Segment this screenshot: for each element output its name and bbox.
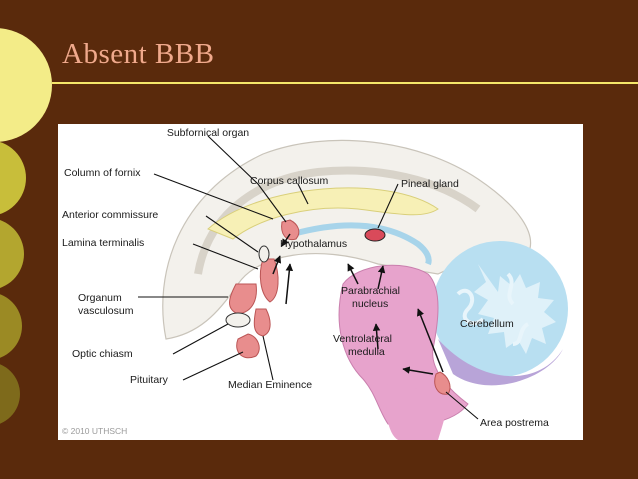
line-median: [262, 335, 274, 381]
pituitary-region: [236, 333, 260, 359]
slide-title: Absent BBB: [62, 38, 215, 70]
circle-2: [0, 141, 26, 215]
label-organum-2: vasculosum: [78, 305, 134, 317]
arrow-to-ventrolateral: [402, 366, 434, 375]
brain-diagram: Subfornical organ Column of fornix Corpu…: [58, 124, 583, 440]
line-corpus: [297, 183, 309, 205]
line-pineal: [377, 183, 399, 229]
decorative-circles: [0, 28, 52, 424]
title-underline: [52, 82, 638, 84]
label-pituitary: Pituitary: [130, 374, 169, 386]
optic-chiasm-shape: [225, 312, 251, 328]
ventricle-band: [292, 222, 432, 266]
label-organum-1: Organum: [78, 292, 122, 304]
label-column-of-fornix: Column of fornix: [64, 167, 141, 179]
large-circle: [0, 28, 52, 142]
label-hypothalamus: Hypothalamus: [280, 238, 347, 250]
anterior-commissure-shape: [258, 245, 270, 263]
line-pituitary: [182, 351, 244, 381]
line-optic: [172, 323, 229, 355]
circle-3: [0, 220, 24, 288]
label-cerebellum: Cerebellum: [460, 318, 514, 330]
arrow-ventrolateral: [372, 323, 381, 350]
label-ventrolateral-2: medulla: [348, 346, 385, 358]
organum-vasculosum-region: [229, 283, 257, 315]
arrow-parabrachial-up: [347, 263, 359, 285]
line-fornix: [153, 173, 274, 220]
label-corpus-callosum: Corpus callosum: [250, 175, 328, 187]
label-area-postrema: Area postrema: [480, 417, 549, 429]
label-ventrolateral-1: Ventrolateral: [333, 333, 392, 345]
line-anterior: [205, 215, 259, 253]
label-parabrachial-2: nucleus: [352, 298, 388, 310]
arrow-from-subfornical: [281, 233, 291, 247]
label-parabrachial-1: Parabrachial: [341, 285, 400, 297]
label-median-eminence: Median Eminence: [228, 379, 312, 391]
arrow-from-median: [285, 263, 294, 305]
circle-4: [0, 294, 22, 358]
line-lamina: [192, 243, 259, 270]
arrow-from-organum: [272, 255, 282, 275]
cerebellum-shape: [432, 241, 568, 386]
circle-5: [0, 364, 20, 424]
copyright-text: © 2010 UTHSCH: [62, 426, 127, 436]
median-eminence-region: [253, 308, 271, 337]
arrow-postrema-up: [417, 308, 444, 373]
label-optic-chiasm: Optic chiasm: [72, 348, 133, 360]
lamina-region: [259, 258, 279, 303]
label-pineal-gland: Pineal gland: [401, 178, 459, 190]
label-subfornical-organ: Subfornical organ: [167, 127, 249, 139]
arrow-parabrachial-up2: [377, 265, 386, 290]
brainstem-lower: [386, 384, 448, 440]
label-anterior-commissure: Anterior commissure: [62, 209, 158, 221]
corpus-callosum-shape: [207, 187, 439, 240]
line-postrema: [445, 391, 479, 420]
subfornical-region: [281, 219, 300, 241]
pineal-gland-shape: [364, 228, 386, 242]
line-subfornical: [207, 135, 287, 223]
label-lamina-terminalis: Lamina terminalis: [62, 237, 144, 249]
